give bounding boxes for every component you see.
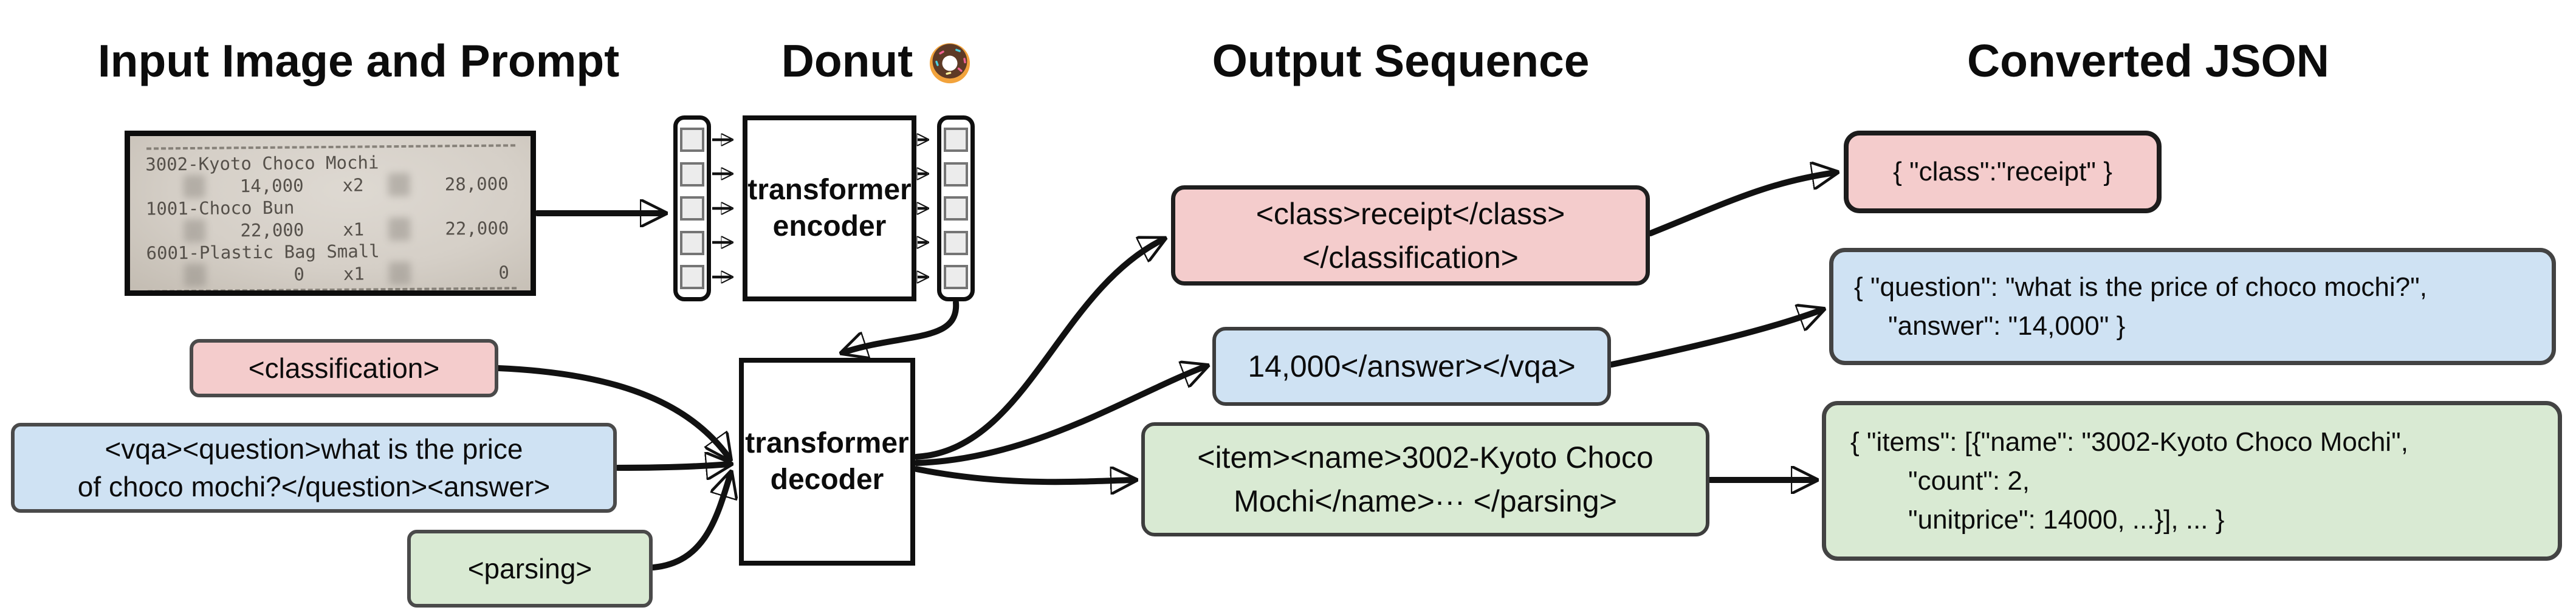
output-classification-line2: </classification>: [1302, 240, 1519, 275]
output-parsing-line1: <item><name>3002-Kyoto Choco: [1197, 440, 1654, 474]
decoder-label-line2: decoder: [770, 464, 884, 496]
input-receipt-image: 3002-Kyoto Choco Mochi 14,000 x2 28,000 …: [125, 131, 536, 296]
encoder-input-token-strip: [673, 115, 711, 301]
json-vqa-line1: { "question": "what is the price of choc…: [1854, 272, 2427, 302]
token-square: [944, 230, 968, 255]
title-output-sequence: Output Sequence: [1152, 32, 1650, 90]
arrow-prompt-classification-to-decoder: [495, 365, 729, 458]
decoder-label-line1: transformer: [745, 427, 909, 459]
receipt-item-price: 22,000: [240, 219, 304, 241]
receipt-item-price: 0: [294, 263, 305, 285]
arrow-output-to-json-vqa: [1609, 310, 1822, 368]
encoder-output-token-strip: [937, 115, 975, 301]
title-donut-text: Donut: [781, 35, 913, 86]
output-parsing-box: <item><name>3002-Kyoto Choco Mochi</name…: [1141, 422, 1709, 536]
prompt-parsing-box: <parsing>: [407, 530, 653, 608]
prompt-parsing-text: <parsing>: [467, 553, 592, 584]
arrow-prompt-vqa-to-decoder: [614, 464, 729, 468]
receipt-item-qty: x1: [343, 263, 365, 284]
json-parsing-line3: "unitprice": 14000, ...}], ... }: [1908, 504, 2225, 535]
prompt-vqa-line1: <vqa><question>what is the price: [105, 433, 523, 465]
json-parsing-line1: { "items": [{"name": "3002-Kyoto Choco M…: [1850, 426, 2408, 457]
json-classification-text: { "class":"receipt" }: [1893, 157, 2112, 187]
token-square: [680, 128, 704, 152]
prompt-classification-box: <classification>: [190, 339, 498, 397]
token-square: [944, 162, 968, 187]
transformer-encoder-box: transformer encoder: [743, 115, 916, 301]
output-parsing-line2: Mochi</name>··· </parsing>: [1234, 484, 1617, 518]
redaction-blur: [184, 219, 206, 243]
output-classification-line1: <class>receipt</class>: [1255, 196, 1565, 231]
token-square: [944, 128, 968, 152]
json-classification-box: { "class":"receipt" }: [1844, 131, 2162, 213]
redaction-blur: [184, 263, 207, 287]
redaction-blur: [183, 174, 205, 199]
receipt-content: 3002-Kyoto Choco Mochi 14,000 x2 28,000 …: [130, 136, 531, 290]
receipt-item-total: 28,000: [444, 173, 509, 194]
prompt-vqa-box: <vqa><question>what is the price of choc…: [11, 423, 617, 513]
receipt-item-name: 1001-Choco Bun: [145, 197, 295, 219]
receipt-item-name: 3002-Kyoto Choco Mochi: [145, 152, 379, 175]
token-square: [944, 196, 968, 221]
transformer-decoder-box: transformer decoder: [739, 358, 915, 566]
json-parsing-line2: "count": 2,: [1908, 465, 2030, 496]
donut-icon: [930, 43, 970, 84]
json-vqa-line2: "answer": "14,000" }: [1888, 310, 2126, 341]
receipt-item-name: 6001-Plastic Bag Small: [146, 241, 380, 264]
prompt-classification-text: <classification>: [248, 352, 440, 384]
receipt-item-price: 14,000: [239, 174, 304, 196]
token-square: [944, 265, 968, 289]
redaction-blur: [388, 261, 411, 286]
json-vqa-box: { "question": "what is the price of choc…: [1829, 248, 2556, 365]
arrow-prompt-parsing-to-decoder: [650, 474, 730, 570]
token-square: [680, 265, 704, 289]
receipt-item-amounts: 0 x1 0: [146, 260, 518, 287]
prompt-vqa-line2: of choco mochi?</question><answer>: [77, 471, 551, 502]
title-converted-json: Converted JSON: [1899, 32, 2397, 90]
arrows-tokens-into-encoder: [712, 140, 732, 277]
arrows-encoder-to-tokens: [918, 140, 927, 277]
title-input-image-and-prompt: Input Image and Prompt: [91, 32, 626, 90]
redaction-blur: [388, 217, 411, 241]
output-vqa-box: 14,000</answer></vqa>: [1212, 327, 1611, 406]
encoder-label-line1: transformer: [747, 174, 912, 206]
receipt-item-amounts: 22,000 x1 22,000: [146, 216, 517, 243]
token-square: [680, 230, 704, 255]
receipt-item-qty: x1: [343, 219, 365, 240]
arrow-output-to-json-classification: [1647, 173, 1835, 236]
receipt-divider-bottom: [148, 287, 517, 290]
json-parsing-box: { "items": [{"name": "3002-Kyoto Choco M…: [1822, 401, 2562, 561]
encoder-label-line2: encoder: [772, 210, 887, 242]
title-donut: Donut: [702, 32, 1054, 90]
token-square: [680, 196, 704, 221]
arrow-decoder-to-output-parsing: [913, 469, 1134, 482]
receipt-item-qty: x2: [342, 174, 364, 196]
output-classification-box: <class>receipt</class> </classification>: [1171, 185, 1650, 286]
arrow-decoder-to-output-classification: [913, 239, 1163, 460]
arrow-encoder-to-decoder: [843, 300, 960, 352]
redaction-blur: [388, 173, 410, 197]
receipt-item-total: 0: [498, 261, 510, 283]
token-square: [680, 162, 704, 187]
title-input-text: Input Image and Prompt: [97, 35, 620, 86]
title-json-text: Converted JSON: [1967, 35, 2329, 86]
receipt-item-amounts: 14,000 x2 28,000: [145, 171, 517, 199]
receipt-divider-top: [146, 144, 516, 150]
title-output-text: Output Sequence: [1212, 35, 1590, 86]
receipt-item-total: 22,000: [445, 217, 509, 239]
arrow-decoder-to-output-vqa: [913, 366, 1206, 466]
output-vqa-text: 14,000</answer></vqa>: [1248, 349, 1576, 383]
